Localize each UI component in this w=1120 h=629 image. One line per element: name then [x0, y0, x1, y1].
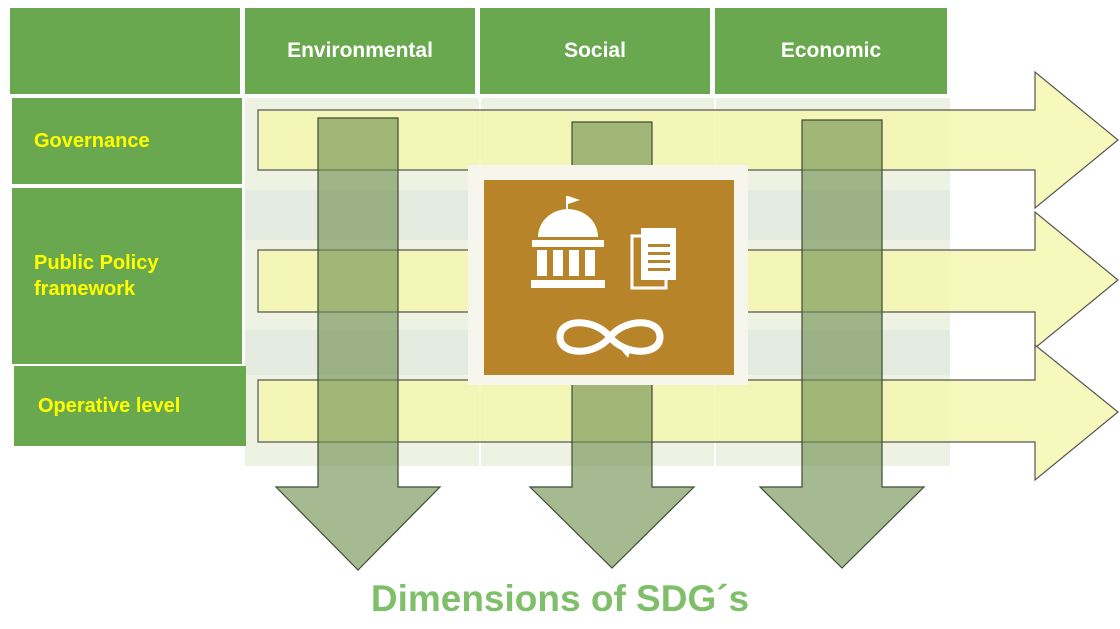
arrow-down-economic — [758, 119, 926, 569]
header-corner-cell — [10, 8, 240, 94]
infinity-cycle-icon — [556, 319, 664, 355]
row-label-governance: Governance — [12, 98, 242, 184]
arrow-down-environmental — [274, 117, 442, 571]
diagram-caption: Dimensions of SDG´s — [370, 578, 750, 619]
document-icon — [630, 228, 676, 290]
column-header-economic: Economic — [715, 8, 947, 94]
column-header-social: Social — [480, 8, 710, 94]
institution-building-icon — [531, 196, 605, 288]
row-label-public-policy: Public Policy framework — [12, 188, 242, 364]
column-header-environmental: Environmental — [245, 8, 475, 94]
row-label-operative: Operative level — [14, 366, 246, 446]
